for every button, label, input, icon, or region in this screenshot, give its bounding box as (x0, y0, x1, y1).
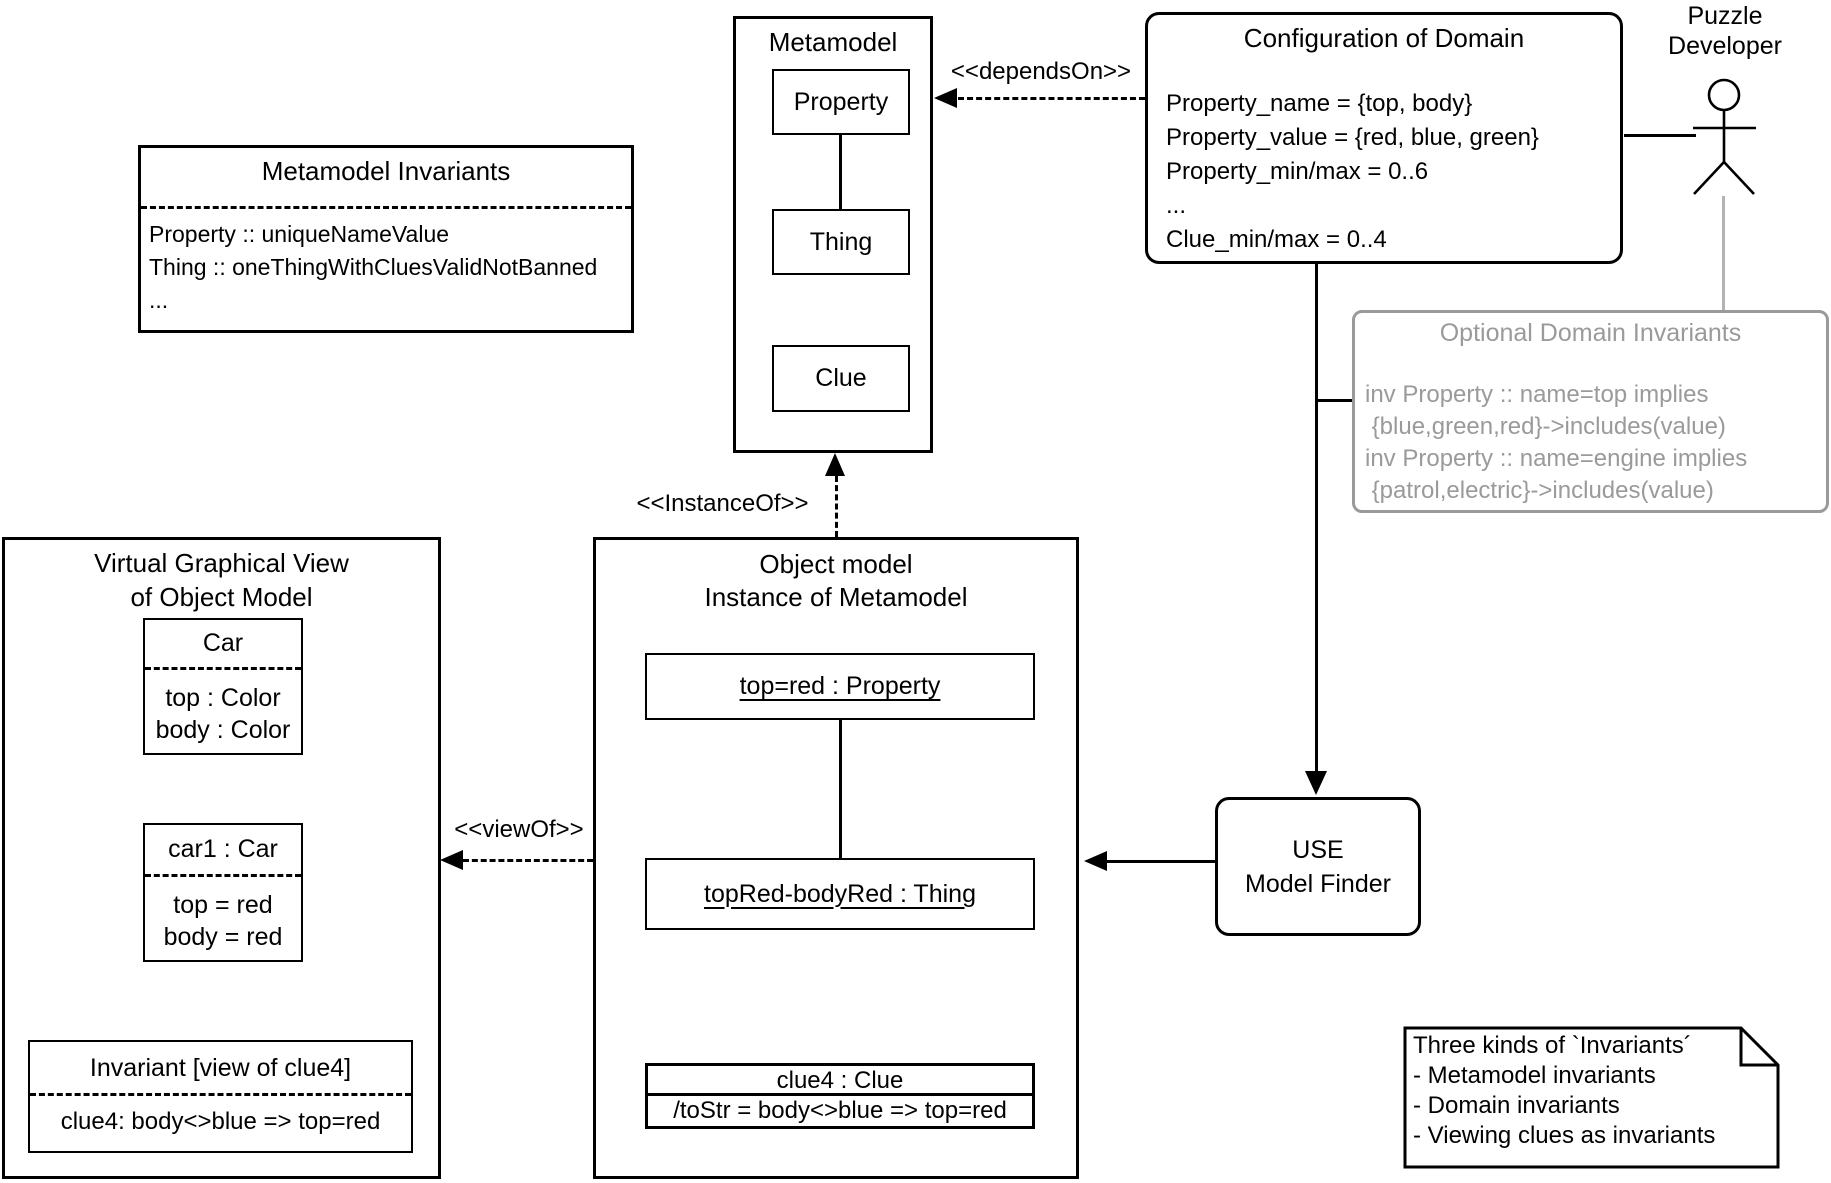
car1-instance-name: car1 : Car (145, 825, 301, 877)
use-model-finder-box: USE Model Finder (1215, 797, 1421, 936)
use-objectmodel-arrowhead-icon (1084, 851, 1107, 871)
metamodel-invariant-line: Property :: uniqueNameValue (149, 221, 450, 247)
note-text: Three kinds of `Invariants´ - Metamodel … (1413, 1031, 1715, 1151)
instance-of-dashed-line (835, 476, 838, 537)
optional-invariant-line: {patrol,electric}->includes(value) (1365, 477, 1714, 504)
actor-name-line2: Developer (1668, 32, 1782, 60)
metamodel-invariants-separator (141, 206, 631, 209)
view-of-label: <<viewOf>> (454, 816, 584, 843)
configuration-line: ... (1166, 192, 1187, 219)
car-class-attrs: top : Color body : Color (145, 670, 301, 746)
metamodel-title: Metamodel (768, 27, 898, 57)
view-of-arrowhead-icon (440, 850, 463, 870)
optional-invariant-line: inv Property :: name=top implies (1365, 381, 1709, 408)
car-class-box: Car top : Color body : Color (143, 618, 303, 755)
property-instance-label: top=red : Property (739, 672, 941, 700)
note-line: - Domain invariants (1413, 1092, 1620, 1119)
object-model-box: Object model Instance of Metamodel top=r… (593, 537, 1079, 1179)
configuration-line: Property_value = {red, blue, green} (1166, 124, 1539, 151)
metamodel-invariants-lines: Property :: uniqueNameValue Thing :: one… (149, 218, 597, 317)
car-class-name: Car (145, 620, 301, 670)
car1-instance-attr: body = red (163, 923, 283, 951)
car-class-attr: top : Color (165, 684, 281, 712)
use-objectmodel-line (1106, 860, 1216, 863)
use-model-finder-line2: Model Finder (1245, 869, 1391, 898)
optional-invariant-line: inv Property :: name=engine implies (1365, 445, 1748, 472)
instance-of-arrowhead-icon (825, 453, 845, 476)
optional-domain-invariants-lines: inv Property :: name=top implies {blue,g… (1365, 379, 1747, 507)
depends-on-arrowhead-icon (934, 88, 957, 108)
car1-instance-attr: top = red (173, 891, 273, 919)
note-line: Three kinds of `Invariants´ (1413, 1032, 1692, 1059)
note-shape-icon (1403, 1026, 1780, 1169)
metamodel-box: Metamodel Property Thing Clue (733, 16, 933, 453)
clue-instance-name: clue4 : Clue (648, 1066, 1032, 1096)
configuration-use-arrowhead-icon (1305, 771, 1327, 795)
property-thing-instance-connector (839, 720, 842, 860)
car1-instance-box: car1 : Car top = red body = red (143, 823, 303, 962)
metamodel-class-thing: Thing (772, 209, 910, 275)
object-model-title-line1: Object model (759, 549, 913, 579)
optional-invariants-connector (1318, 399, 1352, 402)
clue-instance-attr: /toStr = body<>blue => top=red (673, 1097, 1007, 1124)
metamodel-class-thing-label: Thing (809, 227, 873, 256)
virtual-view-title: Virtual Graphical View of Object Model (5, 546, 438, 614)
depends-on-label: <<dependsOn>> (950, 58, 1132, 85)
metamodel-class-clue: Clue (772, 345, 910, 412)
actor-name-line1: Puzzle (1687, 2, 1763, 30)
configuration-use-line (1315, 264, 1318, 772)
configuration-title: Configuration of Domain (1243, 23, 1525, 53)
optional-domain-invariants-title: Optional Domain Invariants (1439, 319, 1742, 347)
metamodel-class-clue-label: Clue (815, 364, 867, 392)
object-model-title: Object model Instance of Metamodel (596, 548, 1076, 614)
actor-invariants-connector (1722, 196, 1725, 310)
metamodel-invariant-line: ... (149, 287, 169, 313)
virtual-view-title-line2: of Object Model (130, 582, 313, 612)
object-model-title-line2: Instance of Metamodel (704, 582, 968, 612)
configuration-line: Property_min/max = 0..6 (1166, 158, 1429, 185)
metamodel-class-property: Property (772, 69, 910, 135)
use-model-finder-line1: USE (1292, 835, 1344, 864)
configuration-actor-connector (1624, 134, 1696, 137)
virtual-view-title-line1: Virtual Graphical View (94, 548, 349, 578)
car1-instance-attrs: top = red body = red (145, 877, 301, 953)
metamodel-class-property-label: Property (793, 87, 889, 116)
property-thing-connector (839, 135, 842, 209)
actor-icon (1693, 78, 1756, 195)
note-line: - Metamodel invariants (1413, 1062, 1656, 1089)
view-of-dashed-line (463, 859, 593, 862)
car-class-attr: body : Color (155, 716, 291, 744)
depends-on-dashed-line (958, 97, 1145, 100)
configuration-line: Clue_min/max = 0..4 (1166, 226, 1387, 253)
configuration-line: Property_name = {top, body} (1166, 90, 1473, 117)
thing-instance-box: topRed-bodyRed : Thing (645, 858, 1035, 930)
thing-instance-label: topRed-bodyRed : Thing (704, 879, 976, 908)
property-instance-box: top=red : Property (645, 653, 1035, 720)
optional-domain-invariants-box: Optional Domain Invariants inv Property … (1352, 310, 1829, 513)
virtual-view-box: Virtual Graphical View of Object Model C… (2, 537, 441, 1179)
invariant-view-box: Invariant [view of clue4] clue4: body<>b… (28, 1040, 413, 1153)
configuration-lines: Property_name = {top, body} Property_val… (1166, 87, 1539, 257)
invariant-view-body: clue4: body<>blue => top=red (60, 1108, 381, 1135)
metamodel-invariants-box: Metamodel Invariants Property :: uniqueN… (138, 145, 634, 333)
configuration-of-domain-box: Configuration of Domain Property_name = … (1145, 12, 1623, 264)
optional-invariant-line: {blue,green,red}->includes(value) (1365, 413, 1726, 440)
note-line: - Viewing clues as invariants (1413, 1122, 1716, 1149)
invariant-view-title: Invariant [view of clue4] (30, 1042, 411, 1096)
clue-instance-box: clue4 : Clue /toStr = body<>blue => top=… (645, 1063, 1035, 1129)
instance-of-label: <<InstanceOf>> (636, 490, 809, 517)
metamodel-invariants-title: Metamodel Invariants (261, 156, 511, 186)
metamodel-invariant-line: Thing :: oneThingWithCluesValidNotBanned (149, 254, 598, 280)
